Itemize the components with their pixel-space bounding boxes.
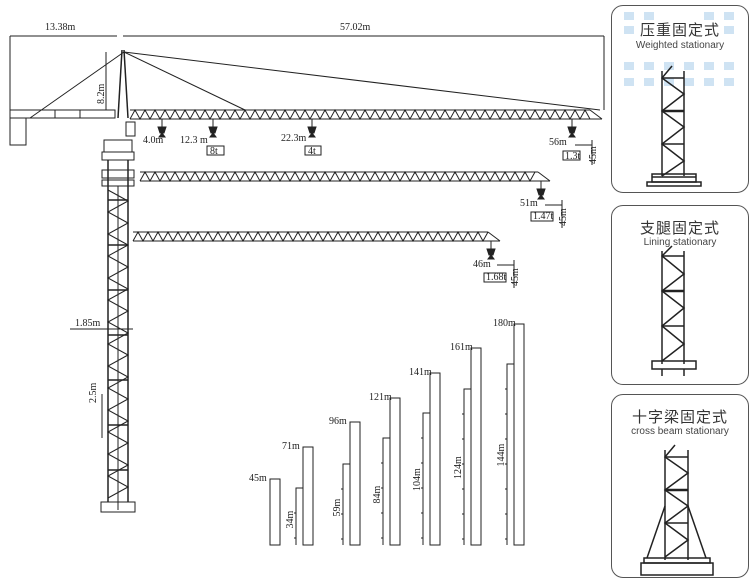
foundation-subtitle: Weighted stationary — [635, 40, 725, 51]
alt-jib-1-tip — [537, 171, 551, 182]
alt-jib-2-tip — [487, 231, 501, 242]
anchor-height-line — [506, 363, 514, 545]
mast-height-bar — [302, 446, 314, 546]
foundation-title: 支腿固定式 — [639, 219, 720, 237]
anchor-height-line — [463, 388, 471, 545]
capacity-box — [206, 145, 225, 156]
anchor-height-line — [382, 437, 390, 545]
alt-jib-1-radius: 51m — [520, 198, 538, 209]
operator-cab — [125, 121, 136, 137]
height-config-71m: 71m 34m — [282, 441, 314, 546]
load-radius-2: 12.3 m — [180, 135, 208, 146]
total-height-label: 141m — [409, 367, 432, 378]
anchor-height-line — [422, 412, 430, 545]
total-height-label: 180m — [493, 318, 516, 329]
main-jib-lacing — [129, 108, 591, 121]
mast-base — [100, 501, 136, 513]
anchor-height-label: 124m — [453, 456, 464, 479]
load-radius-4: 56m — [549, 137, 567, 148]
alt-jib-2-capacity: 1.68t — [486, 272, 507, 283]
mast-height-bar — [513, 323, 525, 546]
mast-width: 1.85m — [75, 318, 101, 329]
height-config-96m: 96m 59m — [329, 416, 361, 546]
alt-jib-1-lacing — [139, 170, 536, 183]
total-height-label: 161m — [450, 342, 473, 353]
alt-jib-1-capacity: 1.47t — [533, 211, 554, 222]
mast-height-bar — [389, 397, 401, 546]
capacity-box — [483, 272, 507, 283]
capacity-box — [530, 211, 554, 222]
total-height-label: 121m — [369, 392, 392, 403]
height-config-180m: 180m 144m — [493, 318, 525, 546]
trolley-1-hook-icon — [208, 126, 218, 138]
foundation-cross-beam-panel: 十字梁固定式 cross beam stationary — [611, 394, 749, 578]
jib-tie — [123, 51, 601, 111]
climbing-frame — [101, 179, 135, 187]
slewing-ring — [101, 151, 135, 161]
total-height-label: 96m — [329, 416, 347, 427]
load-capacity-4: 1.3t — [565, 151, 581, 162]
capacity-box — [562, 150, 581, 161]
anchor-height-line — [342, 463, 350, 545]
foundation-subtitle: Lining stationary — [643, 237, 717, 248]
tower-head-height: 8.2m — [96, 84, 107, 105]
height-config-141m: 141m 104m — [409, 367, 441, 546]
height-config-45m: 45m — [249, 473, 281, 546]
load-radius-1: 4.0m — [143, 135, 164, 146]
total-height-label: 71m — [282, 441, 300, 452]
weighted-tower-icon — [624, 12, 734, 187]
alt-jib-2-lacing — [132, 230, 489, 243]
foundation-subtitle: cross beam stationary — [631, 426, 729, 437]
alt-jib-2-hook-icon — [486, 248, 496, 260]
mast-height-bar — [349, 421, 361, 546]
counter-jib — [9, 109, 116, 119]
load-capacity-2: 8t — [210, 146, 218, 157]
tower-head — [117, 49, 123, 119]
anchor-height-label: 104m — [412, 468, 423, 491]
mast-height-bar — [470, 347, 482, 546]
lining-tower-icon — [651, 245, 697, 376]
load-capacity-3: 4t — [308, 146, 316, 157]
foundation-weighted-panel: 压重固定式 Weighted stationary — [611, 5, 749, 193]
anchor-height-label: 59m — [332, 499, 343, 517]
jib-tie — [123, 51, 246, 111]
climbing-frame — [101, 169, 135, 179]
hook-height-1: 45m — [588, 146, 599, 164]
anchor-height-line — [295, 487, 303, 545]
jib-length: 57.02m — [340, 22, 371, 33]
tower-head — [123, 49, 129, 119]
section-height: 2.5m — [88, 383, 99, 404]
alt-jib-1-height: 45m — [558, 208, 569, 226]
anchor-height-label: 84m — [372, 486, 383, 504]
anchor-height-label: 144m — [496, 444, 507, 467]
counter-tie — [29, 51, 125, 119]
load-radius-3: 22.3m — [281, 133, 307, 144]
foundation-title: 压重固定式 — [639, 21, 720, 39]
foundation-title: 十字梁固定式 — [631, 408, 728, 426]
mast-lacing — [106, 189, 130, 499]
main-jib-tip — [589, 109, 603, 120]
foundation-lining-panel: 支腿固定式 Lining stationary — [611, 205, 749, 385]
anchor-height-label: 34m — [285, 511, 296, 529]
total-height-label: 45m — [249, 473, 267, 484]
trolley-end-hook-icon — [567, 126, 577, 138]
trolley-2-hook-icon — [307, 126, 317, 138]
alt-jib-2-height: 45m — [510, 268, 521, 286]
counter-jib-length: 13.38m — [45, 22, 76, 33]
mast-height-bar — [429, 372, 441, 546]
trolley-0-hook-icon — [157, 126, 167, 138]
capacity-box — [304, 145, 322, 156]
alt-jib-1-hook-icon — [536, 188, 546, 200]
height-config-161m: 161m 124m — [450, 342, 482, 546]
height-config-121m: 121m 84m — [369, 392, 401, 546]
counterweight — [9, 117, 27, 146]
slewing-ring — [103, 139, 133, 153]
cross-beam-tower-icon — [640, 444, 714, 576]
alt-jib-2-radius: 46m — [473, 259, 491, 270]
mast-height-bar — [269, 478, 281, 546]
